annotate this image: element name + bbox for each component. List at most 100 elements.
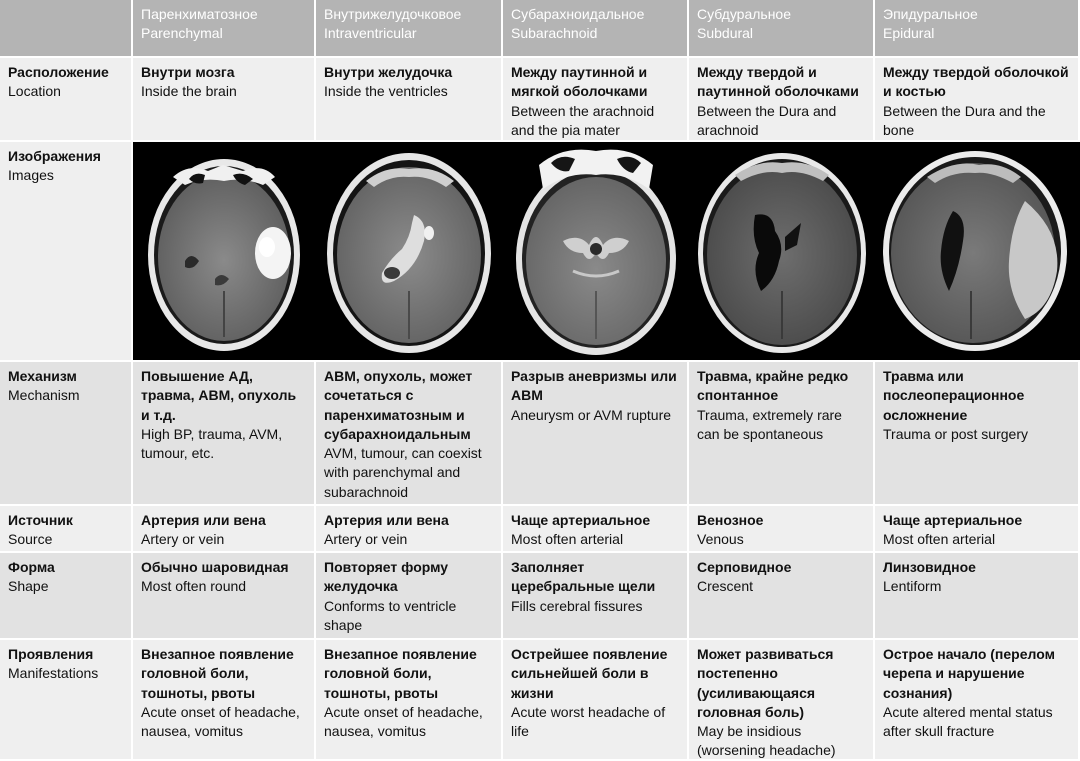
cell-ru: Между паутинной и мягкой оболочками [511,64,648,100]
cell-en: Artery or vein [141,531,225,548]
manifestations-parenchymal: Внезапное появление головной боли, тошно… [133,640,316,761]
cell-ru: Травма, крайне редко спонтанное [697,368,849,404]
ct-image-parenchymal [133,142,316,362]
cell-ru: Острейшее появление сильнейшей боли в жи… [511,646,668,701]
ct-scan-subarachnoid-image [516,149,676,355]
label-ru: Источник [8,512,73,528]
ct-image-subdural [689,142,875,362]
label-en: Location [8,83,61,100]
location-intraventricular: Внутри желудочка Inside the ventricles [316,58,503,142]
shape-epidural: Линзовидное Lentiform [875,553,1080,640]
cell-ru: Внутри мозга [141,64,235,80]
manifestations-subarachnoid: Острейшее появление сильнейшей боли в жи… [503,640,689,761]
header-subarachnoid: Субарахноидальное Subarachnoid [503,0,689,58]
header-en: Subdural [697,25,754,42]
cell-ru: Травма или послеоперационное осложнение [883,368,1025,423]
row-label-mechanism: Механизм Mechanism [0,362,133,506]
header-en: Epidural [883,25,935,42]
cell-en: Trauma, extremely rare can be spontaneou… [697,406,842,442]
cell-ru: Чаще артериальное [883,512,1023,528]
mechanism-intraventricular: АВМ, опухоль, может сочетаться с паренхи… [316,362,503,506]
header-ru: Внутрижелудочковое [324,6,462,22]
manifestations-intraventricular: Внезапное появление головной боли, тошно… [316,640,503,761]
cell-en: AVM, tumour, can coexist with parenchyma… [324,445,482,500]
source-epidural: Чаще артериальное Most often arterial [875,506,1080,553]
cell-en: Most often round [141,578,247,595]
cell-en: Fills cerebral fissures [511,597,643,614]
cell-ru: Повторяет форму желудочка [324,559,449,595]
cell-ru: Чаще артериальное [511,512,651,528]
shape-subdural: Серповидное Crescent [689,553,875,640]
cell-ru: Линзовидное [883,559,976,575]
cell-ru: Между твердой и паутинной оболочками [697,64,859,100]
manifestations-subdural: Может развиваться постепенно (усиливающа… [689,640,875,761]
header-ru: Субдуральное [697,6,792,22]
cell-ru: Артерия или вена [141,512,266,528]
header-corner [0,0,133,58]
cell-en: Inside the brain [141,83,237,100]
cell-ru: Венозное [697,512,764,528]
cell-en: Aneurysm or AVM rupture [511,406,672,423]
label-ru: Механизм [8,368,77,384]
label-ru: Расположение [8,64,109,80]
header-intraventricular: Внутрижелудочковое Intraventricular [316,0,503,58]
cell-en: High BP, trauma, AVM, tumour, etc. [141,425,283,462]
cell-ru: Разрыв аневризмы или АВМ [511,368,677,404]
location-subdural: Между твердой и паутинной оболочками Bet… [689,58,875,142]
source-parenchymal: Артерия или вена Artery or vein [133,506,316,553]
header-en: Subarachnoid [511,25,598,42]
ct-image-epidural [875,142,1080,362]
cell-ru: Обычно шаровидная [141,559,289,575]
manifestations-epidural: Острое начало (перелом черепа и нарушени… [875,640,1080,761]
cell-en: Inside the ventricles [324,83,448,100]
source-subarachnoid: Чаще артериальное Most often arterial [503,506,689,553]
label-en: Shape [8,578,49,595]
cell-en: Most often arterial [883,531,996,548]
label-en: Mechanism [8,387,80,404]
label-ru: Проявления [8,646,94,662]
mechanism-subarachnoid: Разрыв аневризмы или АВМ Aneurysm or AVM… [503,362,689,506]
cell-en: Conforms to ventricle shape [324,597,457,633]
cell-en: Acute onset of headache, nausea, vomitus [141,703,300,740]
header-en: Parenchymal [141,25,223,42]
cell-en: Trauma or post surgery [883,425,1028,442]
header-en: Intraventricular [324,25,417,42]
ct-scan-epidural-image [883,151,1067,351]
row-label-images: Изображения Images [0,142,133,362]
cell-en: Most often arterial [511,531,624,548]
cell-ru: Артерия или вена [324,512,449,528]
header-ru: Субарахноидальное [511,6,645,22]
cell-ru: Повышение АД, травма, АВМ, опухоль и т.д… [141,368,297,423]
source-intraventricular: Артерия или вена Artery or vein [316,506,503,553]
cell-en: Artery or vein [324,531,408,548]
ct-image-intraventricular [316,142,503,362]
location-subarachnoid: Между паутинной и мягкой оболочками Betw… [503,58,689,142]
cell-ru: Заполняет церебральные щели [511,559,656,595]
cell-en: Acute onset of headache, nausea, vomitus [324,703,483,740]
header-ru: Паренхиматозное [141,6,258,22]
label-ru: Форма [8,559,55,575]
cell-en: Between the arachnoid and the pia mater [511,102,655,138]
cell-ru: Между твердой оболочкой и костью [883,64,1069,100]
cell-ru: АВМ, опухоль, может сочетаться с паренхи… [324,368,473,442]
source-subdural: Венозное Venous [689,506,875,553]
header-ru: Эпидуральное [883,6,978,22]
cell-en: Acute worst headache of life [511,703,666,740]
label-en: Manifestations [8,665,99,682]
location-epidural: Между твердой оболочкой и костью Between… [875,58,1080,142]
shape-parenchymal: Обычно шаровидная Most often round [133,553,316,640]
cell-en: Lentiform [883,578,942,595]
cell-ru: Может развиваться постепенно (усиливающа… [697,646,834,720]
mechanism-subdural: Травма, крайне редко спонтанное Trauma, … [689,362,875,506]
mechanism-epidural: Травма или послеоперационное осложнение … [875,362,1080,506]
cell-en: Between the Dura and the bone [883,102,1046,138]
cell-ru: Серповидное [697,559,792,575]
row-label-shape: Форма Shape [0,553,133,640]
cell-en: Crescent [697,578,754,595]
label-en: Source [8,531,53,548]
label-en: Images [8,167,54,184]
header-subdural: Субдуральное Subdural [689,0,875,58]
cell-en: Acute altered mental status after skull … [883,703,1053,740]
row-label-source: Источник Source [0,506,133,553]
